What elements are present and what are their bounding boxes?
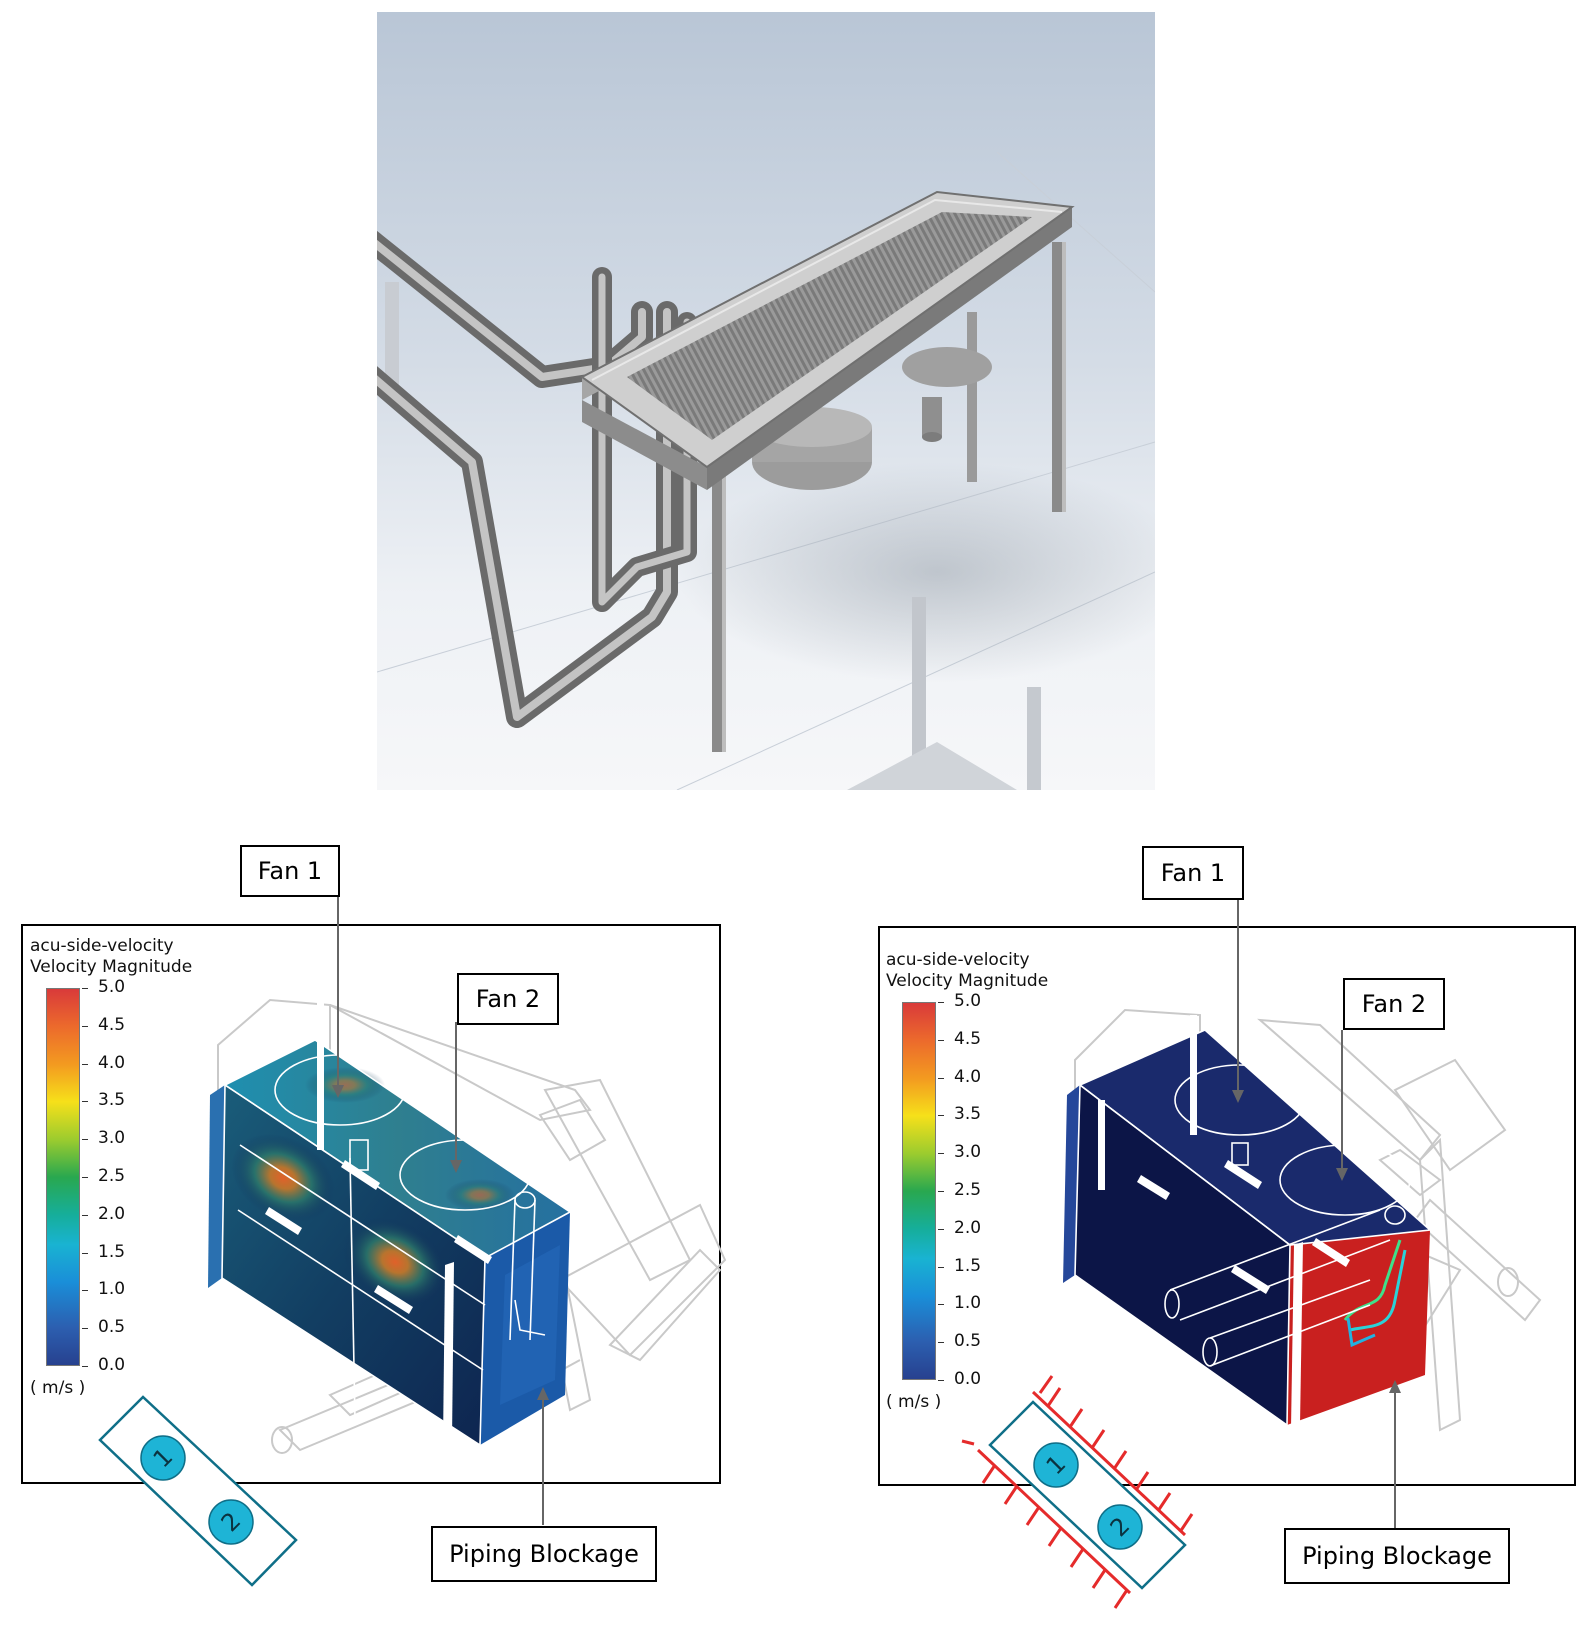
right-tick-9: 0.5 <box>954 1331 982 1352</box>
right-tick-5: 2.5 <box>954 1180 982 1200</box>
left-tick-7: 1.5 <box>98 1241 126 1262</box>
right-legend-unit: ( m/s ) <box>886 1392 942 1412</box>
left-piping-blockage-callout: Piping Blockage <box>431 1526 657 1582</box>
left-tick-4: 3.0 <box>98 1128 126 1149</box>
left-tick-mark-8 <box>82 1290 88 1292</box>
left-fan-marker <box>98 1395 298 1587</box>
left-tick-mark-4 <box>82 1139 88 1141</box>
left-tick-6: 2.0 <box>98 1203 126 1224</box>
right-tick-mark-3 <box>938 1115 944 1117</box>
right-tick-1: 4.5 <box>954 1028 982 1049</box>
right-tick-6: 2.0 <box>954 1217 982 1238</box>
left-legend-unit: ( m/s ) <box>30 1378 86 1398</box>
right-fan1-callout: Fan 1 <box>1142 846 1244 900</box>
right-legend-title-line2: Velocity Magnitude <box>886 971 1049 991</box>
right-legend-title: acu-side-velocity Velocity Magnitude <box>886 950 1048 992</box>
left-tick-2: 4.0 <box>98 1052 126 1073</box>
cad-render <box>377 12 1155 790</box>
right-tick-mark-2 <box>938 1077 944 1079</box>
left-tick-mark-1 <box>82 1025 88 1027</box>
left-tick-mark-6 <box>82 1214 88 1216</box>
left-tick-mark-5 <box>82 1177 88 1178</box>
right-tick-mark-7 <box>938 1266 944 1268</box>
left-tick-mark-0 <box>82 988 88 989</box>
right-tick-mark-0 <box>938 1002 944 1003</box>
blocked-hatch <box>961 1375 1194 1609</box>
right-tick-mark-6 <box>938 1228 944 1230</box>
left-tick-mark-7 <box>82 1252 88 1254</box>
left-tick-10: 0.0 <box>98 1355 126 1375</box>
left-tick-1: 4.5 <box>98 1014 126 1035</box>
left-legend-title-line2: Velocity Magnitude <box>30 957 193 977</box>
right-tick-mark-4 <box>938 1153 944 1155</box>
left-tick-0: 5.0 <box>98 977 126 997</box>
left-tick-5: 2.5 <box>98 1166 126 1186</box>
left-tick-8: 1.0 <box>98 1279 126 1300</box>
right-legend-title-line1: acu-side-velocity <box>886 950 1030 970</box>
left-fan2-callout: Fan 2 <box>457 973 559 1025</box>
right-tick-8: 1.0 <box>954 1293 982 1314</box>
right-tick-mark-8 <box>938 1304 944 1306</box>
right-fan2-callout: Fan 2 <box>1343 978 1445 1030</box>
right-tick-4: 3.0 <box>954 1142 982 1163</box>
left-tick-9: 0.5 <box>98 1317 126 1338</box>
cad-render-drawing <box>377 151 1155 790</box>
right-tick-3: 3.5 <box>954 1104 982 1125</box>
right-tick-2: 4.0 <box>954 1066 982 1087</box>
left-tick-mark-3 <box>82 1101 88 1103</box>
left-legend-title-line1: acu-side-velocity <box>30 936 174 956</box>
left-tick-mark-10 <box>82 1366 88 1367</box>
right-model <box>1063 1008 1542 1432</box>
right-tick-10: 0.0 <box>954 1369 982 1389</box>
right-colorbar <box>902 1002 936 1380</box>
left-tick-3: 3.5 <box>98 1090 126 1111</box>
left-colorbar <box>46 988 80 1366</box>
right-tick-mark-10 <box>938 1380 944 1381</box>
right-tick-mark-9 <box>938 1342 944 1344</box>
left-legend-title: acu-side-velocity Velocity Magnitude <box>30 936 192 978</box>
right-tick-7: 1.5 <box>954 1255 982 1276</box>
right-fan-marker <box>961 1375 1194 1609</box>
right-piping-blockage-callout: Piping Blockage <box>1284 1528 1510 1584</box>
right-tick-mark-5 <box>938 1191 944 1192</box>
right-arrows <box>1232 898 1401 1528</box>
left-tick-mark-9 <box>82 1328 88 1330</box>
right-tick-mark-1 <box>938 1039 944 1041</box>
left-tick-mark-2 <box>82 1063 88 1065</box>
left-arrows <box>332 895 549 1525</box>
right-tick-0: 5.0 <box>954 991 982 1011</box>
left-fan1-callout: Fan 1 <box>240 845 340 897</box>
left-model <box>208 998 727 1454</box>
